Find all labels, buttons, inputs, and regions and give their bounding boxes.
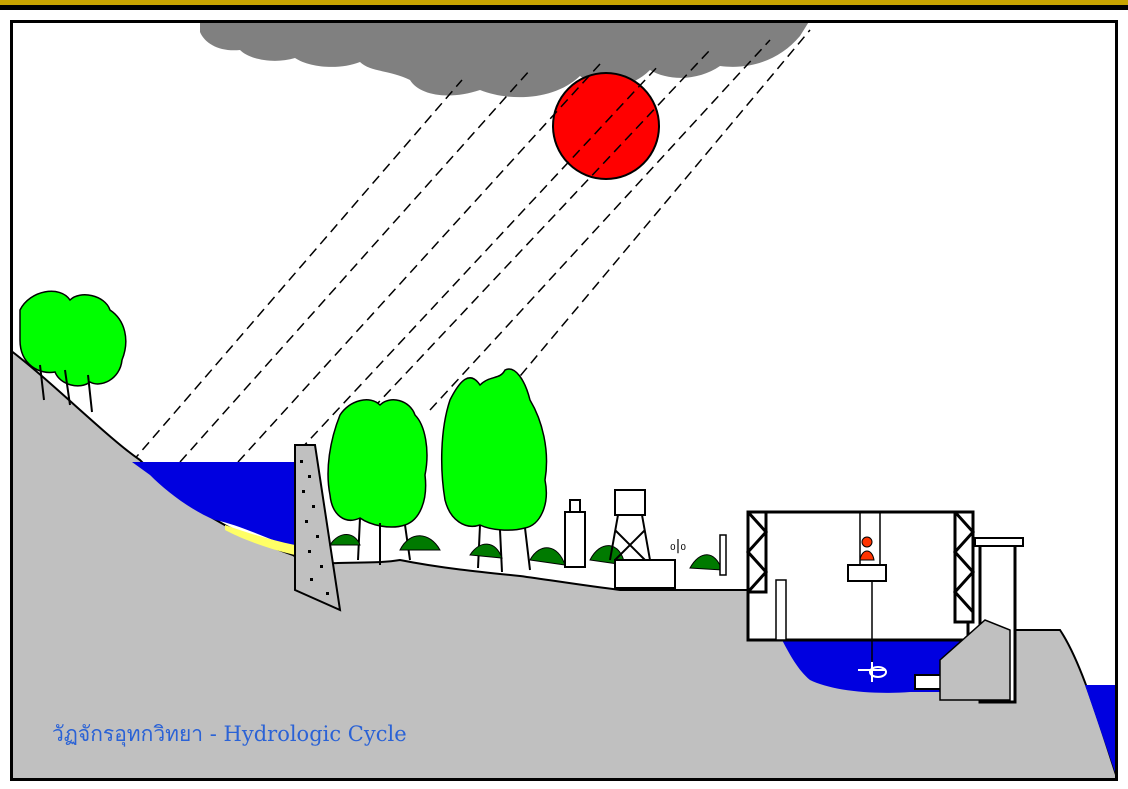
post-icon <box>720 535 726 575</box>
diagram-caption: วัฏจักรอุทกวิทยา - Hydrologic Cycle <box>52 718 407 751</box>
hydrologic-cycle-illustration: ₀|₀ <box>10 20 1118 781</box>
top-border-bar <box>0 0 1128 10</box>
diagram-frame: ₀|₀ <box>10 20 1118 781</box>
sun-icon <box>553 73 659 179</box>
pump-house-icon <box>615 560 675 588</box>
symbol-mark: ₀|₀ <box>670 538 686 554</box>
black-border-stripe <box>0 5 1128 10</box>
